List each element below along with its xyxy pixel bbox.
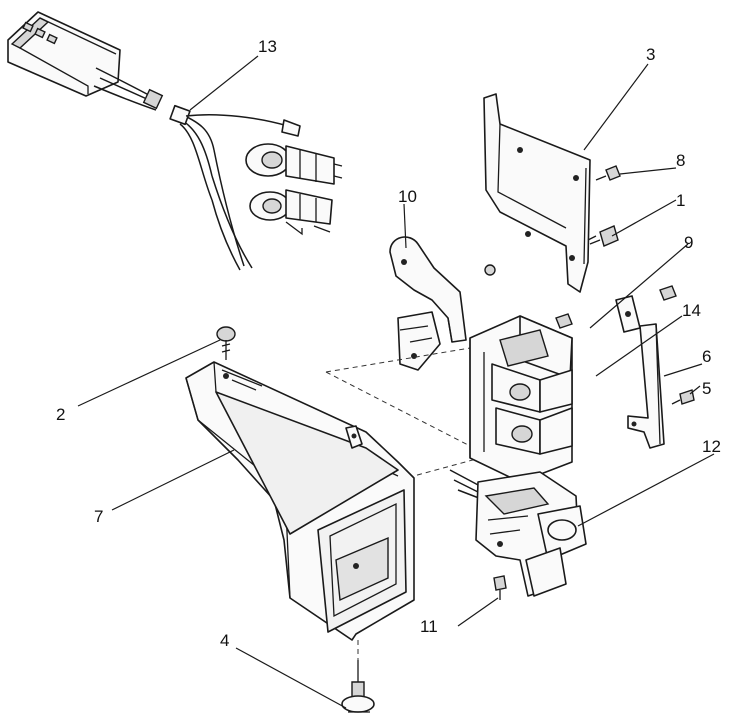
screw-2 bbox=[216, 326, 236, 360]
wiring-harness bbox=[7, 11, 343, 271]
assembly-line-b bbox=[325, 371, 475, 449]
callout-6: 6 bbox=[702, 347, 711, 366]
callout-12: 12 bbox=[702, 437, 721, 456]
side-bracket-6 bbox=[627, 323, 665, 449]
screw-4 bbox=[341, 660, 375, 713]
screw-8 bbox=[595, 165, 621, 181]
callout-3: 3 bbox=[646, 45, 655, 64]
switch-assembly bbox=[469, 315, 573, 483]
callout-13: 13 bbox=[258, 37, 277, 56]
callout-2: 2 bbox=[56, 405, 65, 424]
screw-1 bbox=[587, 225, 619, 247]
callout-9: 9 bbox=[684, 233, 693, 252]
harness-switch-upper bbox=[245, 143, 343, 185]
housing-7 bbox=[185, 361, 415, 641]
callout-1: 1 bbox=[676, 191, 685, 210]
screw-5 bbox=[671, 389, 695, 405]
assembly-line-a bbox=[325, 347, 471, 373]
callout-4: 4 bbox=[220, 631, 229, 650]
switch-bracket bbox=[389, 236, 467, 371]
harness-switch-lower bbox=[249, 189, 333, 236]
nut-small bbox=[484, 264, 496, 276]
callout-7: 7 bbox=[94, 507, 103, 526]
callout-8: 8 bbox=[676, 151, 685, 170]
screw-11 bbox=[493, 575, 507, 600]
callout-11: 11 bbox=[420, 617, 438, 636]
actuator-unit bbox=[449, 469, 587, 597]
callout-14: 14 bbox=[682, 301, 701, 320]
callout-labels: 1 2 3 4 5 6 7 8 9 10 11 12 13 14 bbox=[56, 37, 721, 650]
screw-9 bbox=[555, 313, 573, 329]
leader-lines bbox=[77, 55, 715, 709]
callout-5: 5 bbox=[702, 379, 711, 398]
mounting-bracket-top bbox=[483, 93, 591, 293]
callout-10: 10 bbox=[398, 187, 417, 206]
